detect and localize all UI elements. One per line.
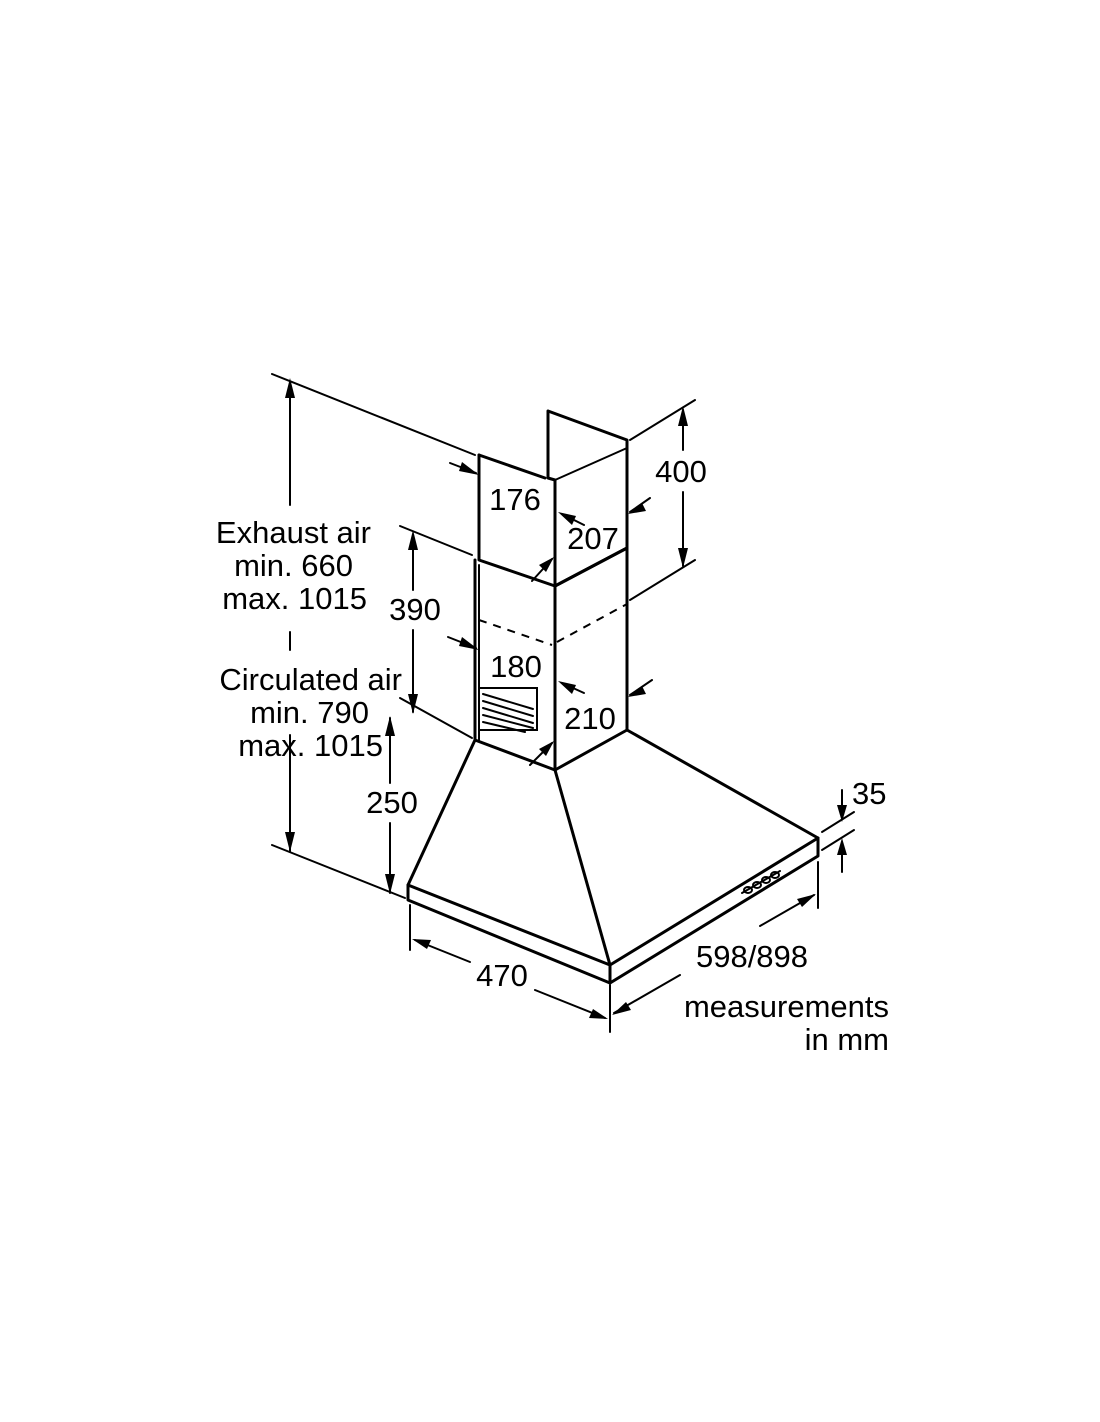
dimension-labels: Exhaust air min. 660 max. 1015 Circulate… — [216, 454, 889, 1057]
circulated-air-min: min. 790 — [250, 695, 369, 730]
dim-label-35: 35 — [852, 776, 886, 811]
units-note-line-1: measurements — [684, 989, 889, 1024]
hood-outline — [406, 409, 820, 985]
upper-chimney-front — [477, 453, 557, 588]
lower-chimney-dash-front — [478, 619, 553, 646]
circulated-air-title: Circulated air — [219, 662, 402, 697]
dim-label-250: 250 — [366, 785, 418, 820]
dim-label-598-898: 598/898 — [696, 939, 808, 974]
exhaust-air-min: min. 660 — [234, 548, 353, 583]
upper-chimney-inner-edge — [554, 447, 628, 481]
circulated-air-max: max. 1015 — [238, 728, 383, 763]
dim-label-210: 210 — [564, 701, 616, 736]
dim-label-176: 176 — [489, 482, 541, 517]
dim-label-470: 470 — [476, 958, 528, 993]
upper-chimney-side — [546, 409, 629, 588]
lower-chimney-front — [473, 558, 557, 772]
canopy-front-face — [406, 738, 612, 967]
dim-label-207: 207 — [567, 521, 619, 556]
dim-label-400: 400 — [655, 454, 707, 489]
units-note-line-2: in mm — [805, 1022, 889, 1057]
dim-label-390: 390 — [389, 592, 441, 627]
lower-chimney-side — [553, 546, 629, 772]
canopy-side-face — [608, 728, 820, 967]
vent-grille — [478, 687, 538, 733]
lower-chimney-dash-side — [556, 603, 628, 643]
upper-chimney-front-top — [477, 453, 547, 480]
exhaust-air-title: Exhaust air — [216, 515, 371, 550]
dimension-lines — [271, 373, 855, 1033]
control-buttons — [741, 870, 781, 894]
dim-label-180: 180 — [490, 649, 542, 684]
exhaust-air-max: max. 1015 — [222, 581, 367, 616]
